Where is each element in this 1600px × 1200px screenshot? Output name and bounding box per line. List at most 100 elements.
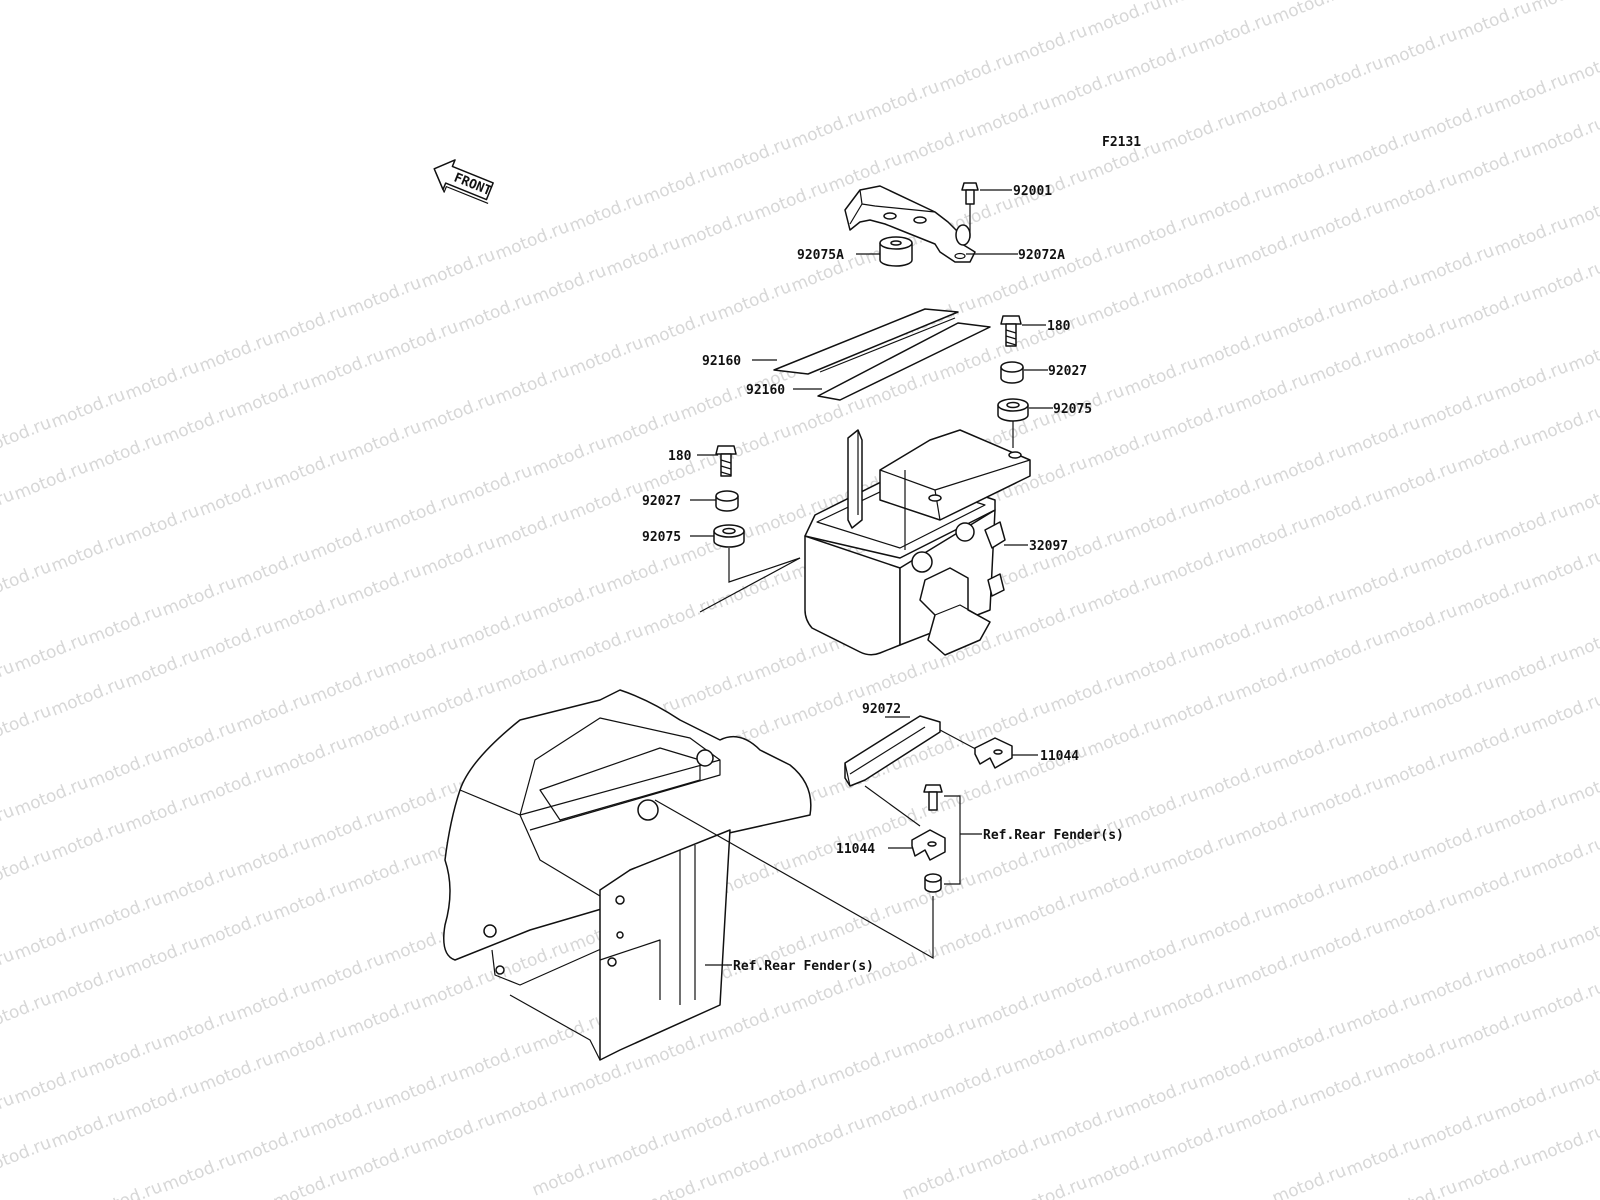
watermark-text: motod.ru	[1084, 281, 1164, 329]
watermark-text: motod.ru	[1380, 1177, 1460, 1200]
watermark-text: motod.ru	[418, 965, 498, 1013]
watermark-text: motod.ru	[196, 617, 276, 665]
watermark-text: motod.ru	[788, 681, 868, 729]
damper-92075A-icon	[879, 236, 913, 267]
watermark-text: motod.ru	[1528, 833, 1600, 881]
watermark-text: motod.ru	[307, 517, 387, 565]
label-92075-right: 92075	[1053, 402, 1092, 417]
watermark-text: motod.ru	[0, 557, 54, 605]
watermark-text: motod.ru	[1084, 425, 1164, 473]
watermark-text: motod.ru	[1528, 257, 1600, 305]
watermark-text: motod.ru	[11, 1061, 91, 1109]
watermark-text: motod.ru	[973, 697, 1053, 745]
watermark-text: motod.ru	[1269, 873, 1349, 921]
watermark-text: motod.ru	[1454, 1149, 1534, 1197]
watermark-text: motod.ru	[751, 177, 831, 225]
watermark-text: motod.ru	[1528, 401, 1600, 449]
watermark-text: motod.ru	[1491, 213, 1571, 261]
watermark-text: motod.ru	[48, 529, 128, 577]
watermark-text: motod.ru	[1306, 197, 1386, 245]
watermark-text: motod.ru	[1343, 269, 1423, 317]
watermark-text: motod.ru	[566, 477, 646, 525]
watermark-text: motod.ru	[1380, 313, 1460, 361]
watermark-text: motod.ru	[1232, 801, 1312, 849]
watermark-text: motod.ru	[1343, 0, 1423, 1]
watermark-text: motod.ru	[973, 985, 1053, 1033]
watermark-text: motod.ru	[1121, 1073, 1201, 1121]
clip-11044-right-icon	[974, 737, 1013, 769]
watermark-text: motod.ru	[1380, 889, 1460, 937]
watermark-text: motod.ru	[788, 1113, 868, 1161]
watermark-text: motod.ru	[899, 121, 979, 169]
watermark-text: motod.ru	[270, 445, 350, 493]
watermark-text: motod.ru	[492, 937, 572, 985]
watermark-text: motod.ru	[196, 329, 276, 377]
watermark-text: motod.ru	[640, 593, 720, 641]
watermark-text: motod.ru	[1084, 1001, 1164, 1049]
watermark-text: motod.ru	[1195, 325, 1275, 373]
watermark-text: motod.ru	[1269, 153, 1349, 201]
watermark-text: motod.ru	[714, 1141, 794, 1189]
watermark-text: motod.ru	[1047, 669, 1127, 717]
watermark-text: motod.ru	[1417, 673, 1497, 721]
watermark-text: motod.ru	[122, 501, 202, 549]
watermark-text: motod.ru	[1158, 973, 1238, 1021]
watermark-text: motod.ru	[159, 573, 239, 621]
watermark-text: motod.ru	[344, 273, 424, 321]
watermark-text: motod.ru	[11, 629, 91, 677]
watermark-text: motod.ru	[492, 217, 572, 265]
watermark-text: motod.ru	[529, 1153, 609, 1200]
watermark-text: motod.ru	[1491, 1077, 1571, 1125]
watermark-text: motod.ru	[455, 1037, 535, 1085]
label-92027-right: 92027	[1048, 364, 1087, 379]
clip-11044-left-icon	[911, 829, 946, 861]
watermark-text: motod.ru	[455, 289, 535, 337]
watermark-text: motod.ru	[159, 1005, 239, 1053]
watermark-text: motod.ru	[381, 777, 461, 825]
watermark-text: motod.ru	[714, 277, 794, 325]
watermark-text: motod.ru	[1084, 857, 1164, 905]
watermark-text: motod.ru	[1491, 357, 1571, 405]
watermark-text: motod.ru	[1417, 529, 1497, 577]
watermark-text: motod.ru	[1306, 629, 1386, 677]
watermark-text: motod.ru	[1343, 845, 1423, 893]
watermark-text: motod.ru	[640, 1169, 720, 1200]
watermark-text: motod.ru	[1528, 977, 1600, 1025]
watermark-text: motod.ru	[48, 673, 128, 721]
watermark-text: motod.ru	[1306, 341, 1386, 389]
watermark-text: motod.ru	[936, 913, 1016, 961]
watermark-text: motod.ru	[566, 621, 646, 669]
watermark-text: motod.ru	[11, 773, 91, 821]
watermark-text: motod.ru	[1010, 597, 1090, 645]
watermark-text: motod.ru	[122, 789, 202, 837]
collar-92027-right-icon	[1000, 361, 1024, 384]
watermark-text: motod.ru	[677, 1097, 757, 1145]
watermark-text: motod.ru	[159, 401, 239, 449]
battery-case-32097	[804, 429, 1031, 656]
watermark-text: motod.ru	[1380, 745, 1460, 793]
watermark-text: motod.ru	[48, 961, 128, 1009]
bolt-small-icon	[923, 784, 943, 811]
watermark-text: motod.ru	[1269, 585, 1349, 633]
watermark-text: motod.ru	[85, 1177, 165, 1200]
watermark-text: motod.ru	[788, 105, 868, 153]
watermark-text: motod.ru	[0, 1133, 54, 1181]
watermark-text: motod.ru	[85, 601, 165, 649]
watermark-text: motod.ru	[1306, 1061, 1386, 1109]
watermark-text: motod.ru	[1491, 933, 1571, 981]
watermark-text: motod.ru	[1084, 0, 1164, 41]
watermark-text: motod.ru	[48, 1105, 128, 1153]
watermark-text: motod.ru	[1121, 641, 1201, 689]
watermark-text: motod.ru	[0, 845, 54, 893]
watermark-text: motod.ru	[0, 701, 54, 749]
watermark-text: motod.ru	[196, 1049, 276, 1097]
watermark-text: motod.ru	[973, 1129, 1053, 1177]
watermark-text: motod.ru	[1454, 285, 1534, 333]
watermark-text: motod.ru	[1565, 185, 1600, 233]
label-92160-top: 92160	[702, 354, 741, 369]
watermark-text: motod.ru	[1010, 1173, 1090, 1200]
watermark-text: motod.ru	[1380, 1033, 1460, 1081]
watermark-text: motod.ru	[1528, 689, 1600, 737]
watermark-text: motod.ru	[1084, 1145, 1164, 1193]
watermark-text: motod.ru	[233, 833, 313, 881]
